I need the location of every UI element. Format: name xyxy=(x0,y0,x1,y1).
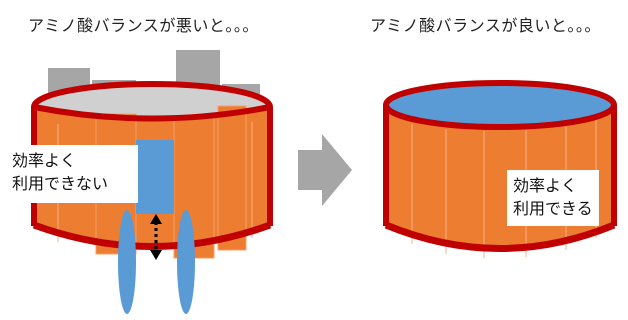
callout-efficient: 効率よく 利用できる xyxy=(507,170,599,226)
gap-arrow-head-up xyxy=(150,214,162,224)
orange-stave xyxy=(217,105,247,251)
barrel-bottom-rim xyxy=(384,221,616,252)
barrel-top-rim xyxy=(33,104,271,122)
gap-arrow-head-down xyxy=(150,250,162,260)
barrel-bottom-rim xyxy=(32,221,272,250)
water-drip xyxy=(177,210,195,314)
right-arrow-icon xyxy=(298,134,352,206)
heading-bad-balance: アミノ酸バランスが悪いと。。。 xyxy=(28,16,259,35)
callout-inefficient-line1: 効率よく xyxy=(12,151,77,170)
water-surface xyxy=(383,80,617,130)
water-drip xyxy=(118,210,136,314)
callout-efficient-line1: 効率よく xyxy=(513,176,578,195)
barrel-unbalanced xyxy=(31,50,273,314)
water-stream xyxy=(136,140,174,214)
callout-inefficient-line2: 利用できない xyxy=(12,174,109,193)
callout-inefficient: 効率よく 利用できない xyxy=(6,145,138,203)
heading-good-balance: アミノ酸バランスが良いと。。。 xyxy=(370,16,601,35)
callout-efficient-line2: 利用できる xyxy=(513,199,593,218)
